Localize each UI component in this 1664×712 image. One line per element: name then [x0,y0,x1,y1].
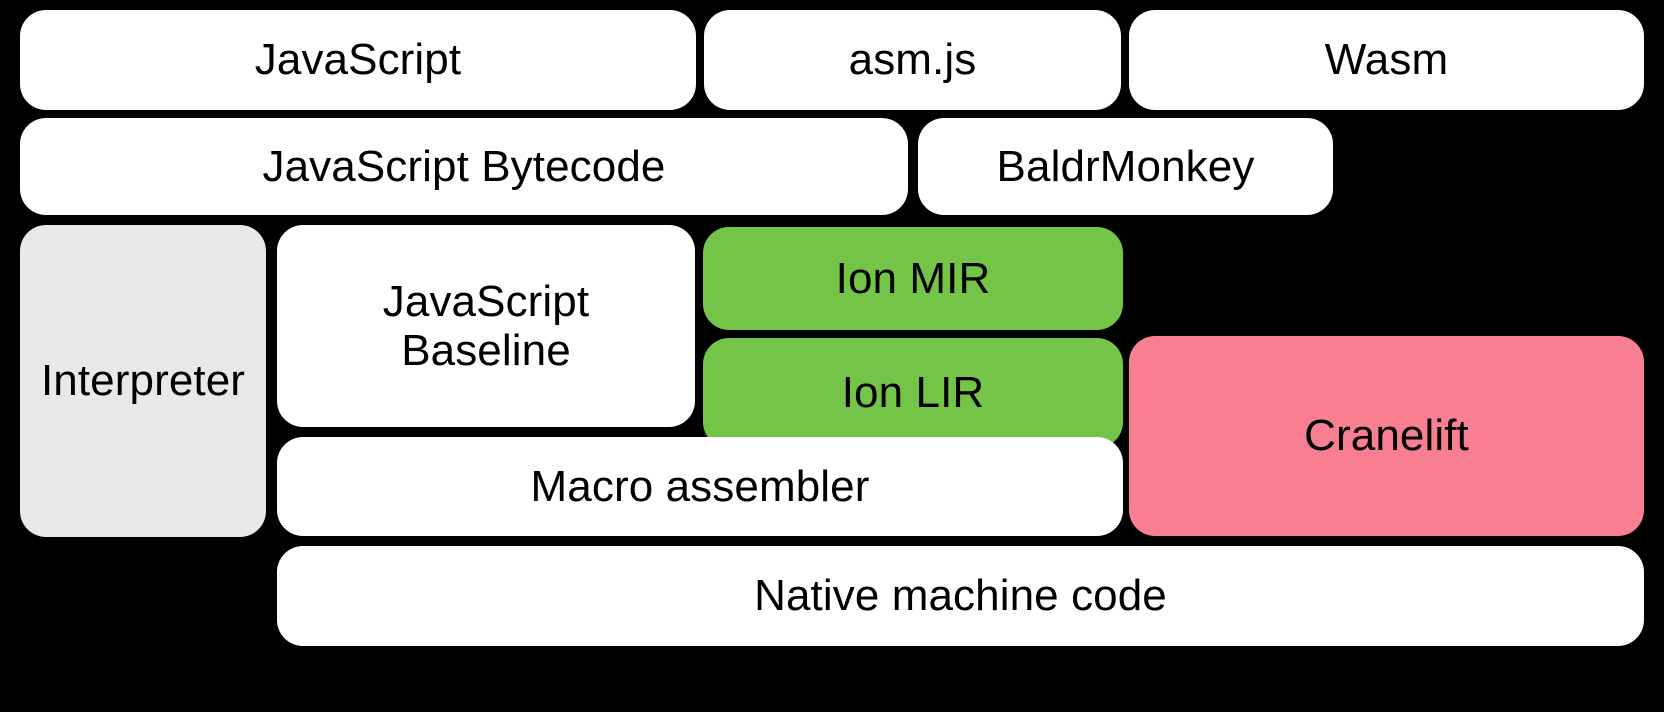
node-ion-mir: Ion MIR [703,227,1123,330]
node-interpreter: Interpreter [20,225,266,537]
node-ion-lir: Ion LIR [703,338,1123,448]
node-wasm: Wasm [1129,10,1644,110]
node-asmjs: asm.js [704,10,1121,110]
node-native-machine-code: Native machine code [277,546,1644,646]
node-cranelift: Cranelift [1129,336,1644,536]
node-javascript-bytecode: JavaScript Bytecode [20,118,908,215]
node-javascript: JavaScript [20,10,696,110]
node-baldrmonkey: BaldrMonkey [918,118,1333,215]
node-javascript-baseline: JavaScript Baseline [277,225,695,427]
node-macro-assembler: Macro assembler [277,437,1123,536]
